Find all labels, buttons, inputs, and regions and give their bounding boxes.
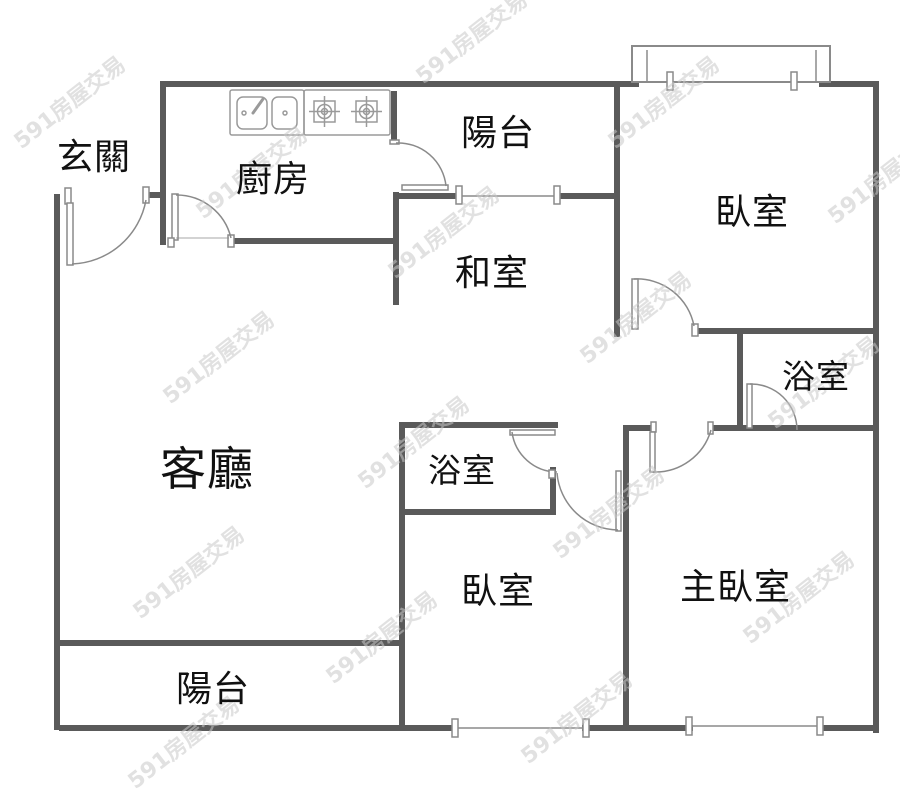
bathroom-center-door[interactable] xyxy=(509,429,558,473)
doors xyxy=(64,139,798,532)
room-label-balcony-top: 陽台 xyxy=(461,113,536,154)
bedroom-door[interactable] xyxy=(631,278,699,337)
room-label-bedroom-top-right: 臥室 xyxy=(715,192,790,233)
floor-plan-drawing xyxy=(54,45,879,738)
kitchen-door[interactable] xyxy=(167,193,235,248)
floor-plan: 591房屋交易 591房屋交易 591房屋交易 591房屋交易 591房屋交易 … xyxy=(10,0,900,794)
room-label-bedroom-bottom: 臥室 xyxy=(461,571,536,612)
room-label-japanese-room: 和室 xyxy=(455,253,530,294)
room-label-bathroom-center: 浴室 xyxy=(428,451,496,490)
bedroom-bottom-door[interactable] xyxy=(548,469,622,532)
windows xyxy=(451,45,831,738)
walls xyxy=(54,81,879,733)
sink-icon xyxy=(229,89,305,136)
room-label-kitchen: 廚房 xyxy=(236,159,311,200)
room-label-entrance: 玄關 xyxy=(57,137,132,178)
room-label-living-room: 客廳 xyxy=(160,442,254,496)
bathroom-right-door[interactable] xyxy=(746,383,798,431)
entry-door[interactable] xyxy=(64,186,150,266)
room-label-balcony-bottom: 陽台 xyxy=(176,669,251,710)
balcony-door[interactable] xyxy=(389,139,449,191)
master-bedroom-door[interactable] xyxy=(649,421,714,473)
room-label-master-bedroom: 主臥室 xyxy=(680,567,792,608)
room-label-bathroom-right: 浴室 xyxy=(782,357,850,396)
gas-stove-icon xyxy=(303,89,391,136)
